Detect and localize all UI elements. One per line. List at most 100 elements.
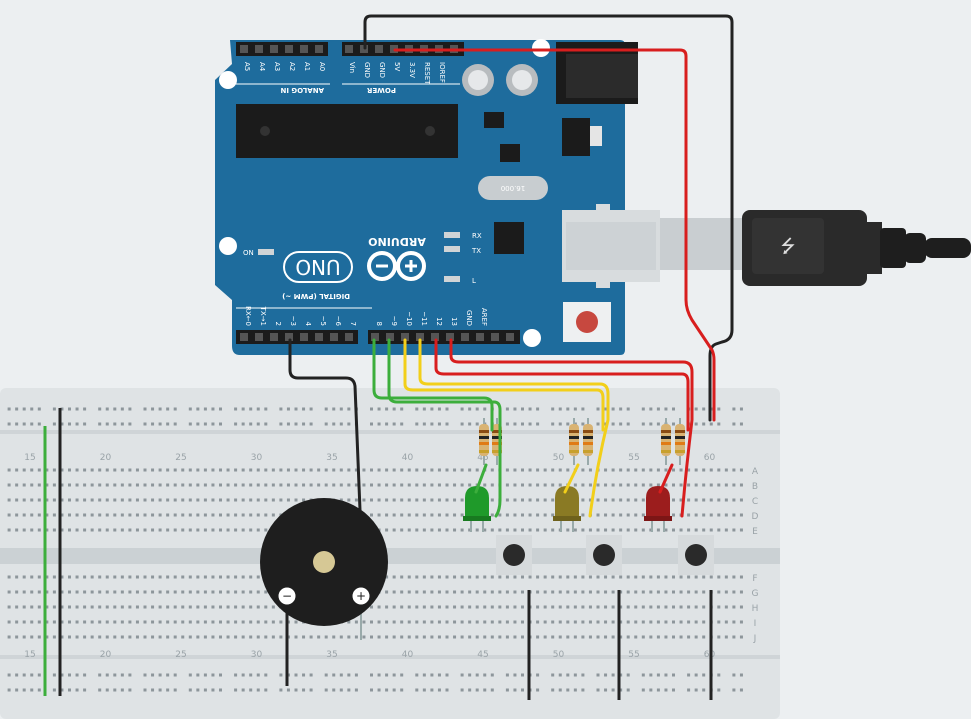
header-pin	[255, 45, 263, 53]
header-pin	[345, 45, 353, 53]
header-pin	[285, 333, 293, 341]
pin-label: RESET	[423, 62, 431, 85]
piezo-buzzer: − +	[260, 498, 388, 686]
uno-label: UNO	[295, 255, 340, 279]
pin-label: GND	[465, 310, 473, 326]
row-letter: D	[752, 512, 759, 522]
header-pin	[330, 333, 338, 341]
header-pin	[315, 45, 323, 53]
pin-label: A3	[273, 62, 281, 71]
column-number: 40	[402, 650, 414, 660]
pin-label: 2	[274, 322, 282, 326]
header-pin	[371, 333, 379, 341]
row-letter: G	[752, 589, 759, 599]
column-number: 50	[553, 650, 565, 660]
yellow-wire-1	[403, 338, 605, 432]
row-letter: J	[753, 634, 757, 644]
pin-label: A5	[243, 62, 251, 71]
pin-label: A1	[303, 62, 311, 71]
microcontroller-chip	[236, 104, 458, 158]
header-pin	[446, 333, 454, 341]
header-pin	[300, 333, 308, 341]
pin-label: ~9	[390, 316, 398, 326]
pin-label: AREF	[480, 308, 488, 326]
reset-button-cap[interactable]	[576, 311, 598, 333]
wires	[288, 14, 734, 518]
header-pin	[431, 333, 439, 341]
arduino-infinity-logo	[367, 251, 426, 281]
header-pin	[375, 45, 383, 53]
row-letter: C	[752, 497, 758, 507]
pin-label: ~3	[289, 316, 297, 326]
header-pin	[270, 45, 278, 53]
column-number: 35	[326, 453, 337, 463]
on-label: ON	[243, 249, 254, 257]
header-pin	[386, 333, 394, 341]
digital-header-low	[236, 330, 358, 344]
header-pin	[315, 333, 323, 341]
crystal-label: 16.000	[501, 184, 526, 192]
header-pin	[491, 333, 499, 341]
header-pin	[401, 333, 409, 341]
resistor	[569, 418, 579, 465]
column-number: 15	[24, 453, 35, 463]
header-pin	[476, 333, 484, 341]
usb-cable: ⭍	[660, 210, 971, 286]
header-pin	[506, 333, 514, 341]
row-letter: A	[752, 467, 759, 477]
buzzer-minus-label: −	[282, 589, 292, 603]
red-wire-1	[434, 338, 690, 432]
header-pin	[285, 45, 293, 53]
green-wire-2	[387, 338, 502, 518]
usb-symbol-icon: ⭍	[781, 236, 796, 257]
column-number: 50	[553, 453, 565, 463]
header-pin	[345, 333, 353, 341]
red-led-link	[658, 463, 674, 494]
row-letter: F	[752, 574, 757, 584]
row-letter: H	[752, 604, 759, 614]
uno-logo	[283, 251, 353, 283]
resistor	[479, 418, 489, 465]
column-number: 55	[628, 453, 639, 463]
header-pin	[240, 45, 248, 53]
header-pin	[416, 333, 424, 341]
pin-label: 3.3V	[408, 62, 416, 78]
row-letter: I	[754, 619, 757, 629]
column-number: 20	[100, 650, 112, 660]
pushbutton-3[interactable]	[678, 535, 714, 575]
analog-in-label: ANALOG IN	[280, 86, 324, 94]
header-pin	[240, 333, 248, 341]
power-label: POWER	[366, 86, 396, 94]
pin-label: 4	[304, 322, 312, 327]
column-number: 45	[477, 650, 488, 660]
red-wire-2	[449, 338, 694, 518]
column-number: 55	[628, 650, 639, 660]
column-number: 30	[251, 650, 263, 660]
pushbutton-2[interactable]	[586, 535, 622, 575]
digital-pwm-label: DIGITAL (PWM ~)	[282, 292, 350, 300]
header-pin	[270, 333, 278, 341]
pin-label: ~6	[334, 316, 342, 327]
column-number: 40	[402, 453, 414, 463]
resistor	[675, 418, 685, 465]
column-number: 25	[175, 650, 186, 660]
pushbutton-1[interactable]	[496, 535, 532, 575]
column-number: 25	[175, 453, 186, 463]
header-pin	[300, 45, 308, 53]
pin-label: Vin	[348, 62, 356, 73]
pin-label: IOREF	[438, 62, 446, 83]
column-number: 60	[704, 453, 716, 463]
pin-label: ~5	[319, 316, 327, 326]
header-pin	[461, 333, 469, 341]
5v-wire	[393, 48, 716, 422]
pin-label: A4	[258, 62, 266, 72]
green-led-link	[474, 463, 488, 494]
row-letter: E	[752, 527, 758, 537]
led-red	[644, 486, 672, 532]
